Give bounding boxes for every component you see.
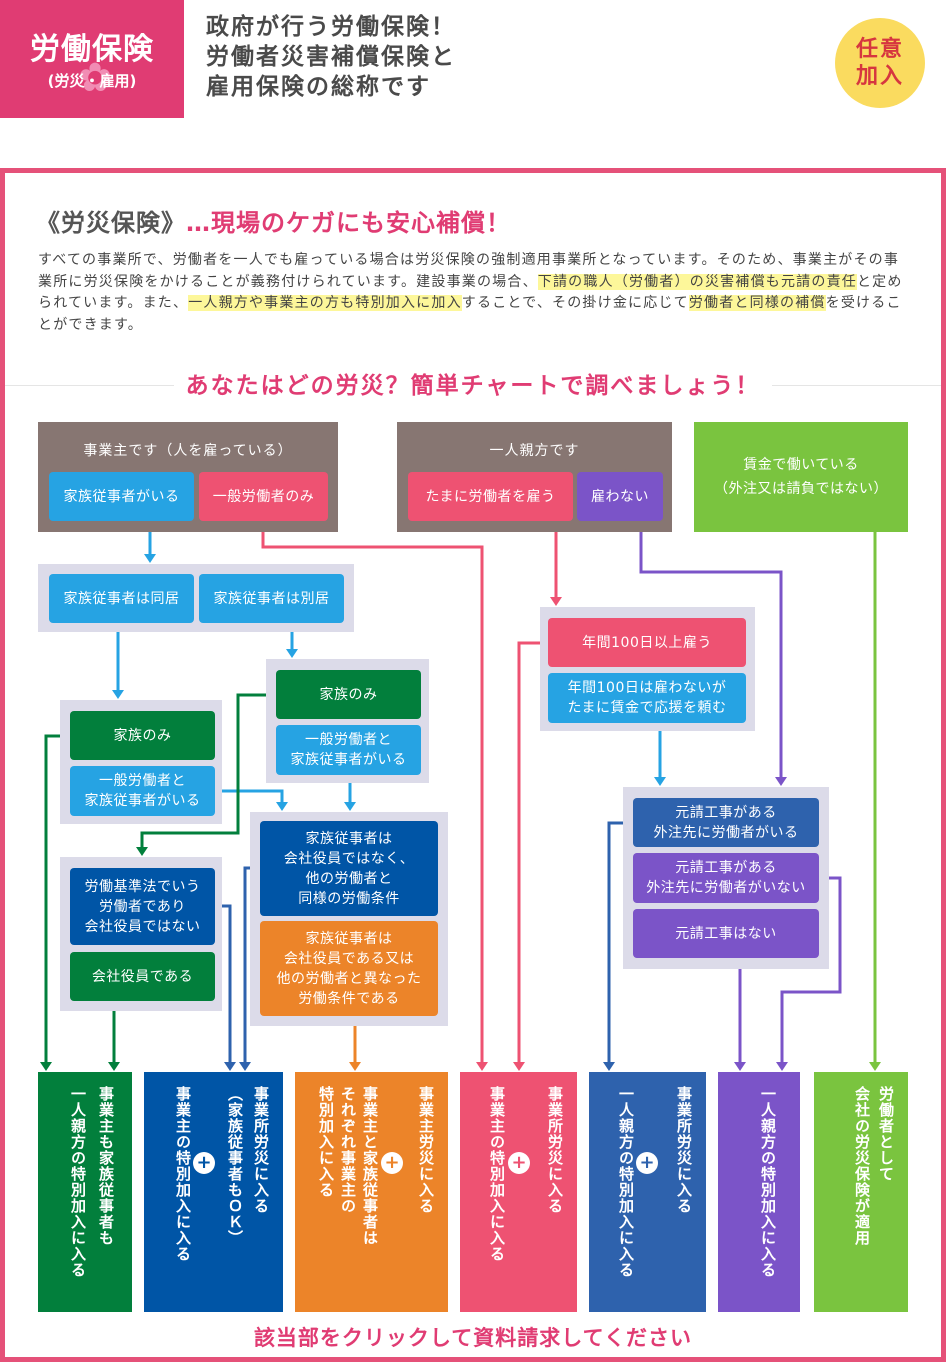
intro-text: と定められています。また、 <box>38 273 903 312</box>
result-box[interactable]: 事業所労災に入る （家族従事者もＯＫ） 事業主の特別加入に入る+ <box>144 1072 283 1312</box>
option-separate-family-only[interactable]: 家族のみ <box>276 670 421 719</box>
option-separate-general-and-family[interactable]: 一般労働者と 家族従事者がいる <box>276 725 421 775</box>
chart-heading-text: あなたはどの労災？簡単チャートで調べましょう！ <box>173 373 773 399</box>
intro-text: を受けることができます。 <box>38 295 902 333</box>
content-frame <box>0 168 946 1362</box>
intro-highlight: 一人親方や事業主の方も特別加入に加入 <box>188 295 462 311</box>
option-different-conditions[interactable]: 家族従事者は 会社役員である又は 他の労働者と異なった 労働条件である <box>260 921 438 1016</box>
option-general-only[interactable]: 一般労働者のみ <box>199 472 328 521</box>
badge-title: 労働保険 <box>30 32 154 67</box>
result-box[interactable]: 事業主も家族従事者も一人親方の特別加入に入る <box>38 1072 132 1312</box>
result-text: 一人親方の特別加入に入る <box>69 1086 87 1278</box>
badge-subtitle: (労災・雇用) <box>47 72 137 90</box>
option-wage-worker[interactable]: 賃金で働いている （外注又は請負ではない） <box>694 422 908 532</box>
option-has-family[interactable]: 家族従事者がいる <box>49 472 194 521</box>
request-materials-cta[interactable]: 該当部をクリックして資料請求してください <box>253 1326 693 1350</box>
result-text: 事業主の特別加入に入る <box>488 1086 506 1262</box>
result-box[interactable]: 事業所労災に入る 一人親方の特別加入に入る+ <box>589 1072 706 1312</box>
result-box[interactable]: 労働者として会社の労災保険が適用 <box>814 1072 908 1312</box>
result-text: 特別加入に入る <box>317 1086 335 1198</box>
result-text: （家族従事者もＯＫ） <box>226 1086 244 1246</box>
option-no-hire[interactable]: 雇わない <box>577 472 663 521</box>
plus-icon: + <box>636 1152 658 1174</box>
section-title: 《労災保険》…現場のケガにも安心補償！ <box>36 203 511 238</box>
result-text: 労働者として <box>877 1086 895 1182</box>
header-description-line: 労働者災害補償保険と <box>206 44 456 70</box>
option-is-officer[interactable]: 会社役員である <box>70 952 215 1001</box>
result-text: 事業所労災に入る <box>675 1086 693 1214</box>
result-text: それぞれ事業主の <box>339 1086 357 1214</box>
intro-paragraph: すべての事業所で、労働者を一人でも雇っている場合は労災保険の強制適用事業所となっ… <box>38 250 914 336</box>
result-text: 事業主労災に入る <box>417 1086 435 1214</box>
employer-label: 事業主です（人を雇っている） <box>83 443 293 459</box>
intro-text: することで、その掛け金に応じて <box>461 295 689 311</box>
result-box[interactable]: 事業所労災に入る 事業主の特別加入に入る+ <box>460 1072 577 1312</box>
optional-enrollment-badge: 任意 加入 <box>835 18 925 108</box>
option-sometimes-hire[interactable]: たまに労働者を雇う <box>408 472 573 521</box>
result-text: 会社の労災保険が適用 <box>853 1086 871 1246</box>
option-together-general-and-family[interactable]: 一般労働者と 家族従事者がいる <box>70 766 215 816</box>
plus-icon: + <box>193 1152 215 1174</box>
option-prime-with-workers[interactable]: 元請工事がある 外注先に労働者がいる <box>633 798 819 847</box>
header-description-line: 雇用保険の総称です <box>206 74 431 100</box>
plus-icon: + <box>508 1152 530 1174</box>
option-no-prime[interactable]: 元請工事はない <box>633 909 819 958</box>
intro-text: すべての事業所で、労働者を一人でも雇っている場合は労災保険の強制適用事業所となっ… <box>38 252 900 290</box>
result-text: 事業主の特別加入に入る <box>174 1086 192 1262</box>
header-description-line: 政府が行う労働保険！ <box>206 14 456 40</box>
result-text: 一人親方の特別加入に入る <box>759 1086 777 1278</box>
header-description: 政府が行う労働保険！ 労働者災害補償保険と 雇用保険の総称です <box>206 12 456 102</box>
result-text: 事業所労災に入る <box>252 1086 270 1214</box>
result-text: 事業所労災に入る <box>546 1086 564 1214</box>
chart-heading: あなたはどの労災？簡単チャートで調べましょう！ <box>0 366 946 400</box>
result-box[interactable]: 事業主労災に入る 事業主と家族従事者はそれぞれ事業主の特別加入に入る + <box>295 1072 448 1312</box>
section-title-tagline: …現場のケガにも安心補償！ <box>186 209 511 237</box>
result-text: 一人親方の特別加入に入る <box>617 1086 635 1278</box>
option-together-family-only[interactable]: 家族のみ <box>70 711 215 760</box>
option-under-100-days[interactable]: 年間100日は雇わないが たまに賃金で応援を頼む <box>548 673 746 723</box>
result-text: 事業主と家族従事者は <box>361 1086 379 1246</box>
option-family-separate[interactable]: 家族従事者は別居 <box>199 574 344 623</box>
insurance-type-badge: ✿ 労働保険 (労災・雇用) <box>0 0 184 118</box>
result-box[interactable]: 一人親方の特別加入に入る <box>718 1072 800 1312</box>
result-text: 事業主も家族従事者も <box>97 1086 115 1246</box>
option-prime-without-workers[interactable]: 元請工事がある 外注先に労働者がいない <box>633 853 819 903</box>
intro-highlight: 下請の職人（労働者）の災害補償も元請の責任 <box>537 273 857 290</box>
flower-icon: ✿ <box>78 55 112 101</box>
option-same-conditions[interactable]: 家族従事者は 会社役員ではなく、 他の労働者と 同様の労働条件 <box>260 821 438 916</box>
solo-label: 一人親方です <box>489 443 580 459</box>
option-over-100-days[interactable]: 年間100日以上雇う <box>548 618 746 667</box>
intro-highlight: 労働者と同様の補償 <box>688 295 826 311</box>
section-title-main: 《労災保険》 <box>36 209 186 237</box>
option-worker-not-officer[interactable]: 労働基準法でいう 労働者であり 会社役員ではない <box>70 868 215 945</box>
option-family-together[interactable]: 家族従事者は同居 <box>49 574 194 623</box>
optional-badge-line: 加入 <box>855 64 904 89</box>
optional-badge-line: 任意 <box>855 37 904 62</box>
plus-icon: + <box>381 1152 403 1174</box>
